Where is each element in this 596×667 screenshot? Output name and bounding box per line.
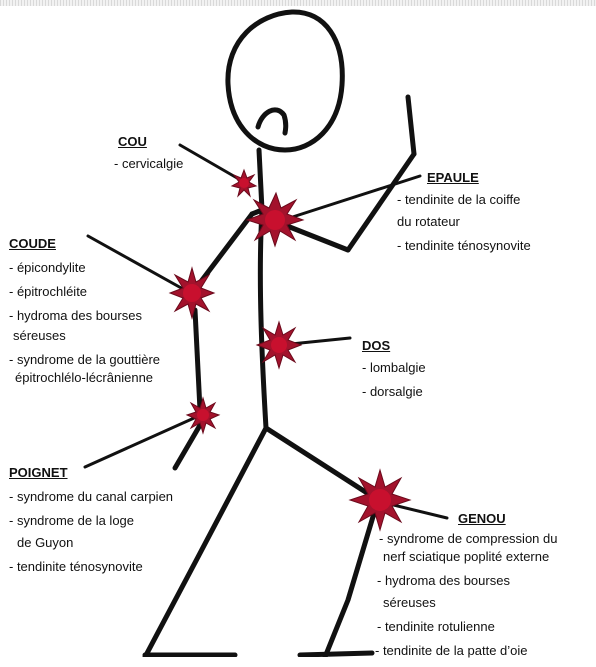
pain-core-coude [183, 284, 201, 302]
pain-core-cou [239, 178, 249, 188]
pointer-poignet [85, 414, 203, 467]
right-shin [325, 500, 378, 657]
item-epaule-1: du rotateur [397, 214, 531, 230]
pain-core-poignet [197, 409, 209, 421]
item-epaule-2: - tendinite ténosynovite [397, 238, 531, 254]
item-coude-3: séreuses [13, 328, 160, 344]
item-epaule-0: - tendinite de la coiffe [397, 192, 531, 208]
mouth [258, 110, 286, 133]
label-coude: COUDE - épicondylite - épitrochléite - h… [9, 236, 160, 394]
item-poignet-0: - syndrome du canal carpien [9, 489, 173, 505]
heading-cou: COU [118, 134, 183, 150]
item-cou-0: - cervicalgie [114, 156, 183, 172]
item-coude-1: - épitrochléite [9, 284, 160, 300]
label-dos: DOS - lombalgie - dorsalgie [362, 338, 426, 408]
item-coude-5: épitrochlélo-lécrânienne [15, 370, 160, 386]
pain-core-genou [369, 489, 391, 511]
item-poignet-2: de Guyon [17, 535, 173, 551]
item-genou-2: - hydroma des bourses [377, 573, 557, 589]
item-genou-3: séreuses [383, 595, 557, 611]
item-poignet-3: - tendinite ténosynovite [9, 559, 173, 575]
label-cou: COU - cervicalgie [118, 134, 183, 180]
label-epaule: EPAULE - tendinite de la coiffe du rotat… [397, 170, 531, 262]
neck [259, 150, 262, 210]
heading-coude: COUDE [9, 236, 160, 252]
pain-core-dos [271, 337, 287, 353]
label-poignet: POIGNET - syndrome du canal carpien - sy… [9, 465, 173, 583]
item-dos-0: - lombalgie [362, 360, 426, 376]
left-hand [175, 420, 203, 468]
ground-right [300, 653, 372, 655]
heading-poignet: POIGNET [9, 465, 173, 481]
item-genou-1: nerf sciatique poplité externe [383, 549, 557, 565]
heading-epaule: EPAULE [427, 170, 531, 186]
item-poignet-1: - syndrome de la loge [9, 513, 173, 529]
heading-genou: GENOU [458, 511, 557, 527]
pointer-cou [180, 145, 244, 182]
item-coude-2: - hydroma des bourses [9, 308, 160, 324]
left-forearm [195, 310, 200, 410]
item-genou-0: - syndrome de compression du [379, 531, 557, 547]
pain-core-epaule [265, 210, 285, 230]
item-genou-4: - tendinite rotulienne [377, 619, 557, 635]
heading-dos: DOS [362, 338, 426, 354]
right-leg [266, 428, 378, 500]
torso [260, 210, 266, 428]
label-genou: GENOU - syndrome de compression du nerf … [375, 511, 557, 667]
item-coude-4: - syndrome de la gouttière [9, 352, 160, 368]
item-dos-1: - dorsalgie [362, 384, 426, 400]
right-hand [408, 97, 414, 154]
item-coude-0: - épicondylite [9, 260, 160, 276]
